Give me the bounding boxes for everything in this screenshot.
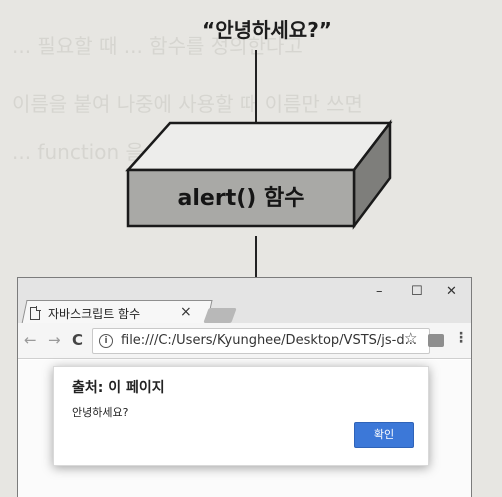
extension-icon[interactable] (428, 334, 444, 347)
dialog-message: 안녕하세요? (72, 406, 129, 419)
ok-button[interactable]: 확인 (354, 422, 414, 448)
dialog-title: 출처: 이 페이지 (72, 380, 165, 396)
url-text: file:///C:/Users/Kyunghee/Desktop/VSTS/j… (121, 333, 417, 348)
forward-icon[interactable]: → (48, 331, 61, 349)
alert-dialog: 출처: 이 페이지 안녕하세요? 확인 (53, 366, 429, 466)
toolbar: ← → C i file:///C:/Users/Kyunghee/Deskto… (18, 323, 471, 359)
title-bar: 자바스크립트 함수 × – ☐ ✕ (18, 278, 471, 324)
new-tab-button[interactable] (203, 308, 237, 323)
maximize-button[interactable]: ☐ (411, 284, 423, 299)
box-front-face (126, 168, 356, 228)
reload-icon[interactable]: C (72, 331, 84, 349)
tab-close-icon[interactable]: × (180, 304, 192, 320)
page-icon (30, 305, 41, 320)
function-label: alert() 함수 (177, 186, 305, 211)
background-text-line: 이름을 붙여 나중에 사용할 때 이름만 쓰면 (12, 92, 363, 116)
bookmark-star-icon[interactable]: ☆ (404, 329, 418, 347)
tab-content: 자바스크립트 함수 (30, 303, 210, 323)
address-bar[interactable]: i file:///C:/Users/Kyunghee/Desktop/VSTS… (92, 328, 430, 354)
tab-title: 자바스크립트 함수 (48, 306, 141, 321)
info-icon[interactable]: i (99, 334, 113, 348)
input-text: “안녕하세요?” (202, 18, 332, 42)
box-top-face (125, 121, 393, 172)
close-button[interactable]: ✕ (446, 284, 457, 299)
minimize-button[interactable]: – (376, 284, 383, 299)
menu-icon[interactable]: ⋮ (454, 330, 468, 346)
back-icon[interactable]: ← (24, 331, 37, 349)
background-text-line: ... 필요할 때 ... 함수를 정의한다고 (12, 34, 303, 58)
